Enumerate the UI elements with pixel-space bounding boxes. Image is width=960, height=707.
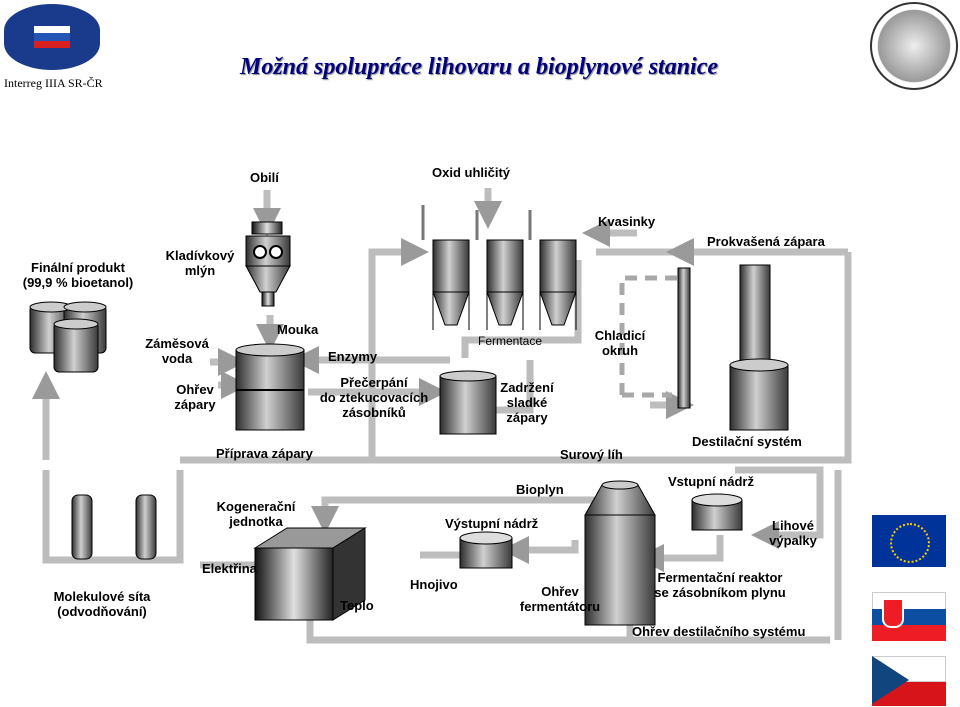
label-fermentacni-reaktor: Fermentační reaktor se zásobníkom plynu <box>644 570 796 600</box>
cogeneration-unit <box>253 527 367 621</box>
label-obili: Obilí <box>250 170 279 185</box>
label-zamesova-voda: Záměsová voda <box>140 336 214 366</box>
czech-flag-icon <box>872 656 946 706</box>
label-teplo: Teplo <box>340 598 374 613</box>
label-finalni-line1: Finální produkt <box>31 260 125 275</box>
page-title: Možná spolupráce lihovaru a bioplynové s… <box>240 54 719 80</box>
label-molekulove-line2: (odvodňování) <box>57 604 147 619</box>
label-kogen-line2: jednotka <box>229 514 283 529</box>
label-enzymy: Enzymy <box>328 349 378 364</box>
label-ohrevferm-line1: Ohřev <box>541 584 579 599</box>
label-fermreaktor-line2: se zásobníkom plynu <box>654 585 786 600</box>
hammer-mill <box>245 221 291 307</box>
label-lihove-line2: výpalky <box>769 533 817 548</box>
label-finalni-produkt: Finální produkt (99,9 % bioetanol) <box>14 260 142 290</box>
label-kladivkovy-line1: Kladívkový <box>165 248 235 263</box>
university-seal-logo <box>870 2 958 90</box>
label-priprava-zapary: Příprava zápary <box>216 446 313 461</box>
label-kogeneracni-jednotka: Kogenerační jednotka <box>208 499 304 529</box>
label-kladivkovy-mlyn: Kladívkový mlýn <box>160 248 240 278</box>
label-finalni-line2: (99,9 % bioetanol) <box>22 275 134 290</box>
label-ohrev-line2: zápary <box>174 397 216 412</box>
label-ohrev-line1: Ohřev <box>176 382 214 397</box>
label-molekulove-line1: Molekulové síta <box>53 589 151 604</box>
label-kogen-line1: Kogenerační <box>216 499 296 514</box>
label-precerpani-line3: zásobníků <box>342 405 406 420</box>
label-kladivkovy-line2: mlýn <box>184 263 216 278</box>
label-ohrev-fermentatoru: Ohřev fermentátoru <box>512 584 608 614</box>
distillation-system <box>677 264 789 431</box>
interreg-logo <box>4 4 100 70</box>
label-ohrev-zapary: Ohřev zápary <box>160 382 230 412</box>
output-tank <box>459 531 513 569</box>
label-mouka: Mouka <box>277 322 319 337</box>
fermentation-tanks <box>432 239 577 330</box>
slovak-flag-icon <box>872 592 946 641</box>
label-oxid: Oxid uhličitý <box>432 165 511 180</box>
label-precerpani-line2: do ztekucovacích <box>319 390 429 405</box>
label-molekulove-sita: Molekulové síta (odvodňování) <box>40 589 164 619</box>
label-hnojivo: Hnojivo <box>410 577 458 592</box>
label-surovy-lih: Surový líh <box>560 447 623 462</box>
input-tank <box>691 493 743 531</box>
fermentation-reactor <box>584 480 656 626</box>
label-lihove-vypalky: Lihové výpalky <box>762 518 824 548</box>
label-destilacni-system: Destilační systém <box>692 434 802 449</box>
label-bioplyn: Bioplyn <box>516 482 564 497</box>
co2-vents <box>421 205 532 240</box>
label-kvasinky: Kvasinky <box>598 214 656 229</box>
label-vstupni-nadrz: Vstupní nádrž <box>668 474 754 489</box>
barrels <box>29 301 107 373</box>
label-elektrina: Elektřina <box>202 561 257 576</box>
label-precerpani-line1: Přečerpání <box>340 375 408 390</box>
label-zamesova-line1: Záměsová <box>145 336 209 351</box>
label-ohrev-destilacniho: Ohřev destilačního systému <box>632 624 806 639</box>
eu-flag-icon <box>872 515 946 567</box>
logo-caption: Interreg IIIA SR-ČR <box>4 76 103 90</box>
label-prokvasena: Prokvašená zápara <box>707 234 825 249</box>
label-precerpani: Přečerpání do ztekucovacích zásobníků <box>310 375 438 420</box>
label-zadrzeni-line3: zápary <box>506 410 548 425</box>
liquefaction-tank <box>439 370 497 435</box>
label-zadrzeni-line2: sladké <box>506 395 548 410</box>
mash-tank <box>235 343 305 431</box>
label-lihove-line1: Lihové <box>772 518 814 533</box>
label-fermentace: Fermentace <box>478 334 543 348</box>
label-chladici-line2: okruh <box>601 343 639 358</box>
molecular-sieves <box>71 494 157 560</box>
cooling-loop <box>619 275 680 398</box>
label-zadrzeni-line1: Zadržení <box>500 380 554 395</box>
label-zamesova-line2: voda <box>161 351 193 366</box>
label-chladici-line1: Chladicí <box>594 328 646 343</box>
label-vystupni-nadrz: Výstupní nádrž <box>445 516 539 531</box>
label-ohrevferm-line2: fermentátoru <box>519 599 601 614</box>
label-chladici-okruh: Chladicí okruh <box>588 328 652 358</box>
label-fermreaktor-line1: Fermentační reaktor <box>657 570 783 585</box>
label-zadrzeni: Zadržení sladké zápary <box>494 380 560 425</box>
